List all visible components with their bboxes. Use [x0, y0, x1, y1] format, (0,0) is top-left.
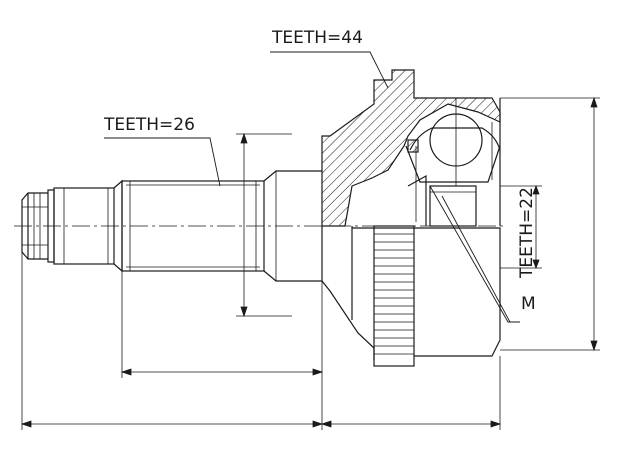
- inner-spline-label: TEETH=22: [517, 187, 537, 278]
- shaft-neck: [263, 170, 322, 282]
- outer-spline-label: TEETH=44: [272, 28, 363, 48]
- thread-label: M: [521, 294, 536, 314]
- bell-housing-section: [321, 69, 501, 227]
- dimension-shaft-diameter: [236, 132, 292, 318]
- abs-ring: [373, 225, 415, 367]
- bell-housing-lower: [321, 226, 501, 360]
- bell-right-end: [491, 98, 501, 226]
- dimension-overall-length: [20, 252, 502, 430]
- dimension-inner-spline: [500, 184, 542, 270]
- shaft-spline-label: TEETH=26: [104, 115, 195, 135]
- dimension-outer-diameter: [500, 96, 600, 352]
- dimension-shaft-length: [120, 271, 324, 378]
- inner-race-ball: [405, 98, 501, 227]
- shaft-spline: [121, 180, 265, 272]
- threaded-stub: [21, 189, 55, 263]
- leader-lines: [104, 51, 520, 323]
